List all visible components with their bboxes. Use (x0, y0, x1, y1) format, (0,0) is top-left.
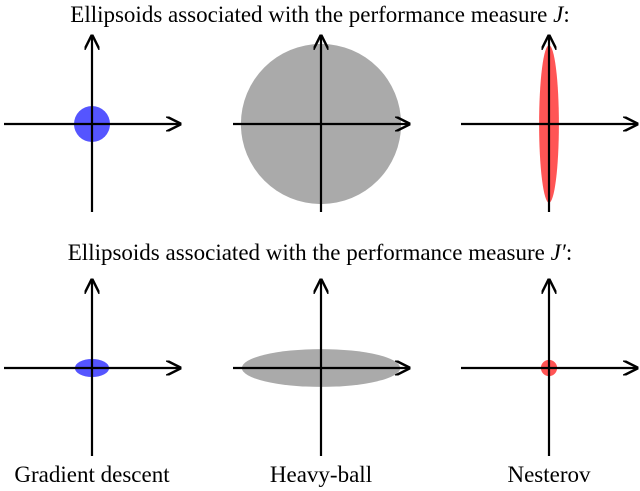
row2-title: Ellipsoids associated with the performan… (68, 240, 572, 265)
method-label-nesterov: Nesterov (507, 462, 591, 487)
method-label-heavy-ball: Heavy-ball (270, 462, 372, 487)
plot-row2-gradient-descent (4, 280, 180, 456)
row1-title: Ellipsoids associated with the performan… (70, 2, 569, 27)
plots-group (4, 36, 637, 456)
plot-row1-gradient-descent (4, 36, 180, 212)
row2-title-math: J′ (551, 240, 567, 265)
row1-title-suffix: : (563, 2, 569, 27)
plot-row2-nesterov (461, 280, 637, 456)
row1-title-text: Ellipsoids associated with the performan… (70, 2, 553, 27)
row2-title-suffix: : (566, 240, 572, 265)
method-label-gradient-descent: Gradient descent (14, 462, 170, 487)
plot-row1-nesterov (461, 36, 637, 212)
plot-row2-heavy-ball (233, 280, 409, 456)
plot-row1-heavy-ball (233, 36, 409, 212)
row2-title-text: Ellipsoids associated with the performan… (68, 240, 551, 265)
row1-title-math: J (553, 2, 565, 27)
